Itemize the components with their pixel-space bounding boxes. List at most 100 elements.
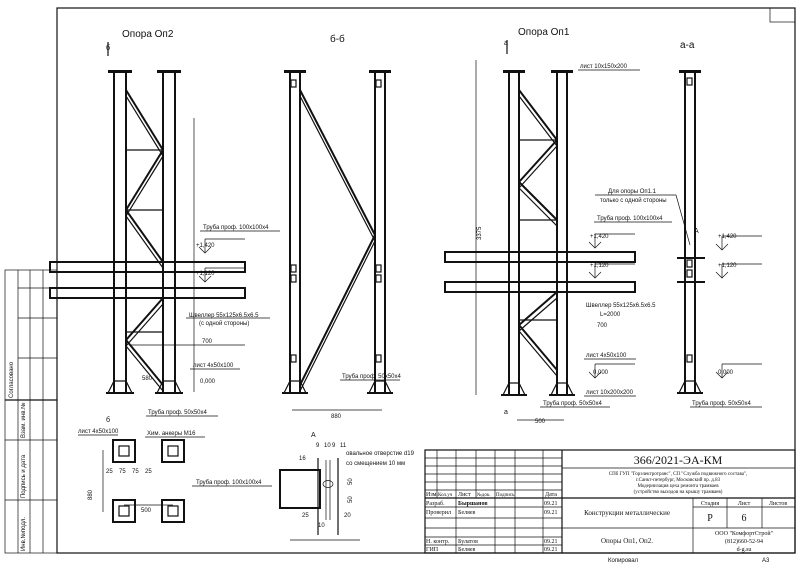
hdr-ndoc: №док. [477, 492, 491, 498]
footer-copied: Копировал [608, 558, 639, 564]
op2-level-mid: +1,120 [196, 271, 215, 277]
op2-tube-main-label: Труба проф. 100х100х4 [203, 225, 269, 231]
plan-dim-500: 500 [141, 508, 152, 514]
op1-section-mark-top: а [504, 40, 508, 47]
brace-tube [299, 240, 376, 392]
row-name-4: Беляев [458, 547, 476, 553]
brace-tube [518, 330, 558, 377]
channel-beam [444, 281, 636, 293]
aa-note-leader [675, 194, 691, 246]
detail-a-dim-right-2: 50 [348, 496, 354, 503]
op1-tube-brace-label: Труба проф. 50х50х4 [543, 401, 603, 407]
brace-tube [518, 297, 558, 332]
hdr-sign: Подпись [496, 493, 515, 498]
detail-a-tube-section [279, 469, 321, 509]
brace-tube [125, 297, 164, 341]
detail-a-dim-20: 20 [344, 513, 351, 519]
plan-dim-880: 880 [88, 489, 94, 500]
bolt-hole [375, 354, 382, 363]
stamp-inv-orig: Инв.№подл. [20, 517, 27, 551]
address-line-2: г.Санкт-петербург, Московский пр. д.83 [636, 478, 721, 483]
section-bb-tube-label: Труба проф. 50х50х4 [342, 374, 402, 380]
op1-channel-label: Швеллер 55х125х6.5х6.5 [586, 303, 656, 309]
op1-column-right-base-plate [550, 382, 574, 396]
stamp-agreed: Согласовано [9, 361, 15, 398]
hdr-izm: Изм. [426, 492, 438, 498]
plan-tube-section [167, 445, 179, 457]
aa-column-base-plate [678, 380, 702, 394]
bolt-hole [375, 264, 382, 273]
brace-tube [125, 345, 164, 392]
plan-anchors-label: Хим. анкеры М16 [147, 431, 196, 437]
op1-base-plate-label: лист 10х200х200 [586, 390, 634, 396]
op1-top-plate-label: лист 10х150х200 [580, 64, 628, 70]
bolt-hole [686, 354, 693, 363]
plan-base-plate [112, 499, 136, 523]
plan-tube-section [118, 505, 130, 517]
brace-tube [125, 303, 164, 347]
plan-dim-bottom: 25 [145, 469, 152, 475]
op1-dim-500: 500 [535, 419, 546, 425]
plan-base-plate [161, 439, 185, 463]
brace-tube [125, 149, 164, 211]
op1-dim-700: 700 [597, 323, 608, 329]
title-block [424, 449, 796, 554]
detail-a-dim-top: 11 [340, 443, 347, 449]
section-aa-note-1: Для опоры Оп1.1 [608, 189, 657, 195]
plan-plate-label: лист 4х50х100 [78, 429, 119, 435]
row-date-4: 09.21 [544, 547, 558, 553]
detail-a-dim-16: 16 [299, 456, 306, 462]
detail-a-oval-hole [322, 480, 334, 488]
op1-column-right-top-plate [551, 70, 573, 73]
brace-tube [299, 95, 376, 242]
row-name-2: Беляев [458, 510, 476, 516]
company-site: d-g.su [737, 547, 752, 553]
footer-format: А3 [762, 558, 770, 564]
op1-level-top: +1,420 [590, 234, 609, 240]
brace-tube [518, 324, 558, 371]
section-aa-title: а-а [680, 40, 695, 51]
op1-section-mark-bottom: а [504, 409, 508, 416]
section-bb-title: б-б [330, 33, 345, 45]
bolt-hole [290, 264, 297, 273]
address-line-1: СПб ГУП "Горэлектротранс", СП "Служба по… [609, 472, 748, 477]
bb-column-left-base-plate [283, 380, 307, 394]
section-aa-level-zero: 0,000 [718, 370, 734, 376]
row-date-3: 09.21 [544, 539, 558, 545]
row-role-4: ГИП [426, 547, 439, 553]
plan-tube-section [167, 505, 179, 517]
detail-a-hole-line1: овальное отверстие d19 [346, 451, 415, 457]
op2-section-mark-bottom: б [106, 416, 110, 424]
stamp-inv-replace: Взам. инв.№ [20, 402, 27, 438]
brace-tube [125, 209, 164, 263]
op2-plate-label: лист 4х50х100 [193, 363, 234, 369]
detail-a-title: A [311, 432, 316, 439]
op1-column-left-top-plate [503, 70, 525, 73]
section-aa-level-top: +1,420 [718, 234, 737, 240]
hdr-list: Лист [458, 492, 471, 498]
plan-dim-bottom: 75 [119, 469, 126, 475]
brace-tube [125, 89, 164, 151]
plan-base-plate [112, 439, 136, 463]
company-name: ООО "КомфортСтрой" [715, 530, 774, 537]
bolt-hole [686, 77, 693, 86]
section-bb-dim-880: 880 [331, 414, 342, 420]
aa-column-top-plate [679, 70, 701, 73]
brace-tube [518, 181, 558, 221]
company-phone: (812)660-52-94 [725, 538, 763, 545]
op2-section-mark-top: б [106, 44, 110, 52]
op2-channel-label: Швеллер 55х125х6.5х6.5 [189, 313, 259, 319]
brace-tube [518, 95, 558, 147]
plan-tube-section [118, 445, 130, 457]
op2-channel-note: (с одной стороны) [199, 320, 249, 327]
hdr-kol: Кол.уч [438, 493, 453, 498]
detail-a-hole-line2: со смещением 10 мм [346, 461, 405, 467]
row-name-1: Быршанов [458, 501, 488, 507]
brace-tube [299, 234, 376, 386]
op1-title: Опора Оп1 [518, 27, 570, 38]
brace-tube [518, 89, 558, 141]
section-aa-tube-label: Труба проф. 50х50х4 [692, 401, 752, 407]
op1-column-left-base-plate [502, 382, 526, 396]
